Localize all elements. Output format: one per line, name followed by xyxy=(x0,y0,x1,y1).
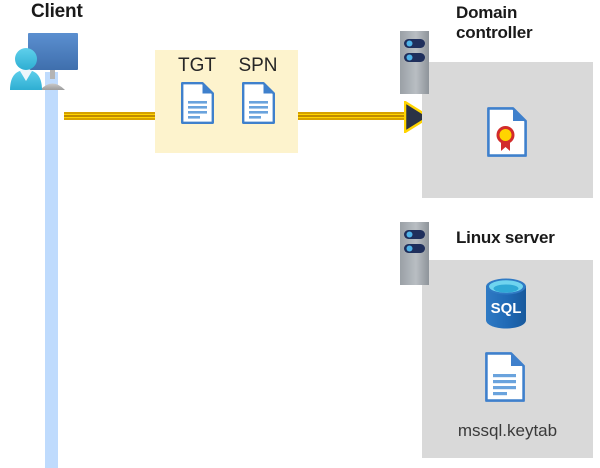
client-lifeline xyxy=(45,72,58,468)
domain-controller-title-line2: controller xyxy=(456,23,533,43)
server-rack-icon xyxy=(400,31,429,94)
domain-controller-title: Domain controller xyxy=(456,3,596,43)
user-at-monitor-icon xyxy=(4,28,90,94)
token-spn-label: SPN xyxy=(238,55,278,76)
flow-arrow-segment-left xyxy=(64,112,158,120)
keytab-file-label: mssql.keytab xyxy=(457,421,558,440)
client-title: Client xyxy=(31,1,83,22)
flow-arrowhead-icon xyxy=(403,99,432,135)
svg-text:SQL: SQL xyxy=(491,300,522,317)
sql-database-icon: SQL xyxy=(483,277,529,334)
document-icon xyxy=(181,82,214,129)
token-tgt: TGT xyxy=(171,55,223,124)
certificate-document-icon xyxy=(487,107,527,162)
document-icon xyxy=(242,82,275,129)
token-tgt-label: TGT xyxy=(178,55,216,76)
token-spn: SPN xyxy=(232,55,284,124)
flow-arrow-segment-right xyxy=(294,112,408,120)
document-icon xyxy=(485,352,525,407)
server-rack-icon xyxy=(400,222,429,285)
linux-server-title: Linux server xyxy=(456,228,555,247)
domain-controller-title-line1: Domain xyxy=(456,3,518,22)
